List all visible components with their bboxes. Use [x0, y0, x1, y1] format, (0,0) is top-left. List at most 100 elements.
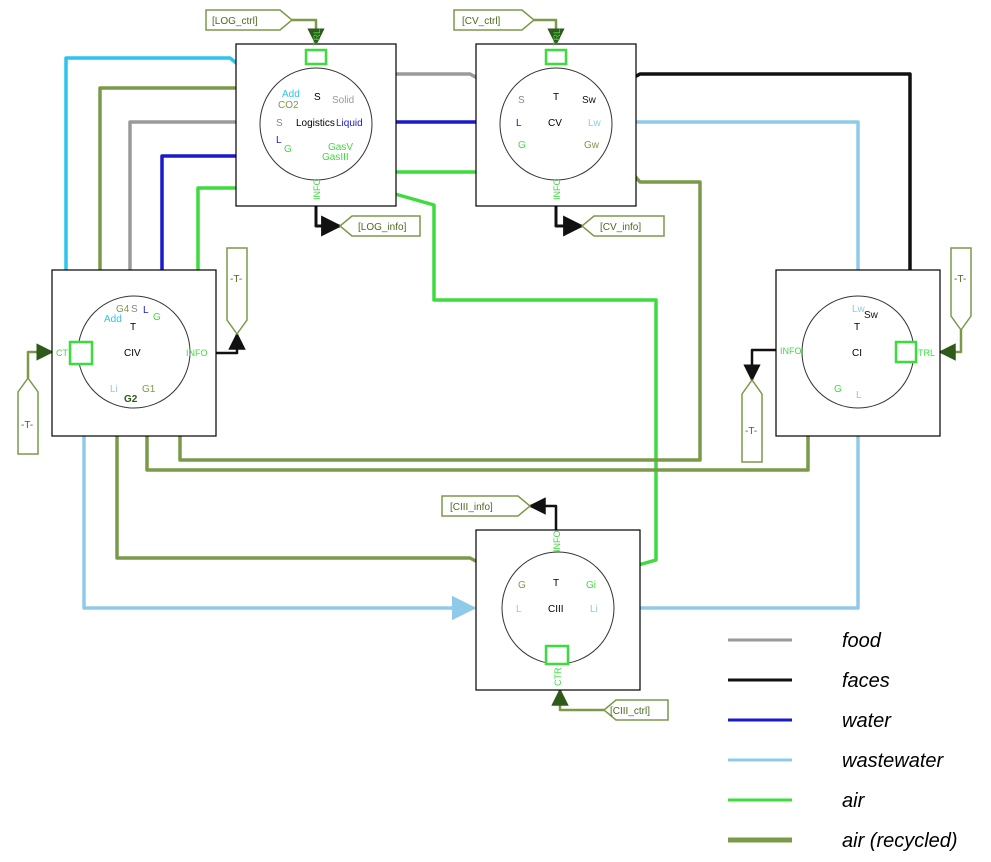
- tag-log-info[interactable]: [LOG_info]: [338, 215, 421, 237]
- port-add: Add: [104, 314, 122, 325]
- ct-icon: [68, 340, 94, 366]
- port-l: L: [516, 604, 522, 615]
- port-sw: Sw: [864, 310, 879, 321]
- port-g: G: [518, 140, 526, 151]
- port-l: L: [276, 135, 282, 146]
- port-info: INFO: [780, 346, 802, 356]
- port-co2: CO2: [278, 100, 299, 111]
- svg-text:[LOG_ctrl]: [LOG_ctrl]: [212, 16, 258, 27]
- svg-text:-T-: -T-: [954, 274, 966, 285]
- port-t: T: [130, 322, 136, 333]
- tag-ciii-info[interactable]: [CIII_info]: [441, 495, 532, 517]
- line-ctrl-t-right: [938, 330, 963, 361]
- port-trl: TRL: [312, 29, 322, 46]
- block-ci[interactable]: Lw Sw T CI INFO TRL G L: [775, 269, 941, 437]
- tag-ciii-ctrl[interactable]: [CIII_ctrl]: [602, 699, 669, 721]
- port-l: L: [516, 118, 522, 129]
- port-t: T: [854, 322, 860, 333]
- svg-text:-T-: -T-: [745, 426, 757, 437]
- legend-label-food: food: [842, 630, 882, 652]
- port-l: L: [143, 305, 149, 316]
- line-ctrl-cv: [530, 18, 565, 46]
- block-name-logistics: Logistics: [296, 118, 335, 129]
- port-s-left: S: [276, 118, 283, 129]
- port-g: G: [518, 580, 526, 591]
- block-name-cv: CV: [548, 118, 562, 129]
- svg-text:-T-: -T-: [230, 274, 242, 285]
- block-name-civ: CIV: [124, 348, 141, 359]
- port-ctr: CTR: [553, 667, 563, 686]
- port-g4: G4: [116, 304, 130, 315]
- block-name-ci: CI: [852, 348, 862, 359]
- legend: food faces water wastewater air air (recycled…: [728, 630, 958, 852]
- port-t: T: [553, 578, 559, 589]
- legend-label-air-recycled-: air (recycled): [842, 830, 958, 852]
- legend-label-wastewater: wastewater: [842, 750, 944, 772]
- tag-t-left[interactable]: -T-: [17, 376, 39, 455]
- svg-text:[CV_ctrl]: [CV_ctrl]: [462, 16, 501, 27]
- port-info: INFO: [552, 531, 562, 553]
- port-gw: Gw: [584, 140, 600, 151]
- line-ctrl-t-left: [26, 343, 54, 378]
- line-faces-cv-info: [554, 205, 585, 237]
- port-l: L: [856, 390, 862, 401]
- trl-icon: [894, 340, 918, 364]
- port-s: S: [131, 304, 138, 315]
- block-civ[interactable]: T G4 S Add L G CT CIV INFO Li G2 G1: [51, 269, 217, 437]
- line-ctrl-log: [290, 18, 325, 46]
- block-ciii[interactable]: INFO T G L CIII Gi Li CTR: [475, 529, 641, 691]
- trl-icon: [304, 48, 328, 66]
- block-name-ciii: CIII: [548, 604, 564, 615]
- port-g: G: [284, 144, 292, 155]
- block-cv[interactable]: TRL T S L G Sw Lw Gw CV INFO: [475, 29, 637, 207]
- legend-label-faces: faces: [842, 670, 890, 692]
- port-info: INFO: [552, 179, 562, 201]
- trl-icon: [544, 48, 568, 66]
- tag-t-ci-left[interactable]: -T-: [741, 378, 763, 463]
- port-info: INFO: [312, 179, 322, 201]
- port-add: Add: [282, 89, 300, 100]
- port-gi: Gi: [586, 580, 596, 591]
- port-gasv: GasV: [328, 142, 353, 153]
- svg-text:-T-: -T-: [21, 420, 33, 431]
- port-t: T: [553, 92, 559, 103]
- port-lw: Lw: [852, 304, 866, 315]
- port-g2: G2: [124, 394, 138, 405]
- port-trl: TRL: [918, 348, 935, 358]
- port-li: Li: [110, 384, 118, 395]
- port-ct: CT: [56, 348, 68, 358]
- block-logistics[interactable]: TRL S Add CO2 S L G Solid Liquid GasV Ga…: [235, 29, 397, 207]
- port-li: Li: [590, 604, 598, 615]
- port-solid: Solid: [332, 95, 354, 106]
- line-faces-ci-to-cv: [597, 72, 912, 274]
- svg-text:[LOG_info]: [LOG_info]: [358, 222, 407, 233]
- port-sw: Sw: [582, 95, 597, 106]
- port-gasiii: GasIII: [322, 152, 349, 163]
- port-lw: Lw: [588, 118, 602, 129]
- svg-text:[CV_info]: [CV_info]: [600, 222, 641, 233]
- line-faces-log-info: [314, 205, 343, 237]
- tag-t-ci-right[interactable]: -T-: [950, 247, 972, 332]
- port-g1: G1: [142, 384, 156, 395]
- line-ctrl-ciii: [551, 688, 604, 712]
- tag-log-ctrl[interactable]: [LOG_ctrl]: [205, 9, 294, 31]
- svg-text:[CIII_info]: [CIII_info]: [450, 502, 493, 513]
- line-ww-ci-to-cv: [609, 109, 860, 272]
- port-g: G: [153, 312, 161, 323]
- legend-label-water: water: [842, 710, 892, 732]
- tag-cv-ctrl[interactable]: [CV_ctrl]: [453, 9, 536, 31]
- tag-cv-info[interactable]: [CV_info]: [580, 215, 665, 237]
- port-g: G: [834, 384, 842, 395]
- port-trl: TRL: [552, 29, 562, 46]
- legend-label-air: air: [842, 790, 866, 812]
- port-s-top: S: [314, 92, 321, 103]
- line-ww-ciii-to-ci: [610, 395, 871, 610]
- tag-t-civ[interactable]: -T-: [226, 247, 248, 336]
- port-liquid: Liquid: [336, 118, 363, 129]
- port-s: S: [518, 95, 525, 106]
- port-info: INFO: [186, 348, 208, 358]
- line-faces-civ-info: [215, 332, 246, 355]
- line-faces-ciii-info: [528, 497, 558, 530]
- line-faces-ci-info: [743, 348, 776, 382]
